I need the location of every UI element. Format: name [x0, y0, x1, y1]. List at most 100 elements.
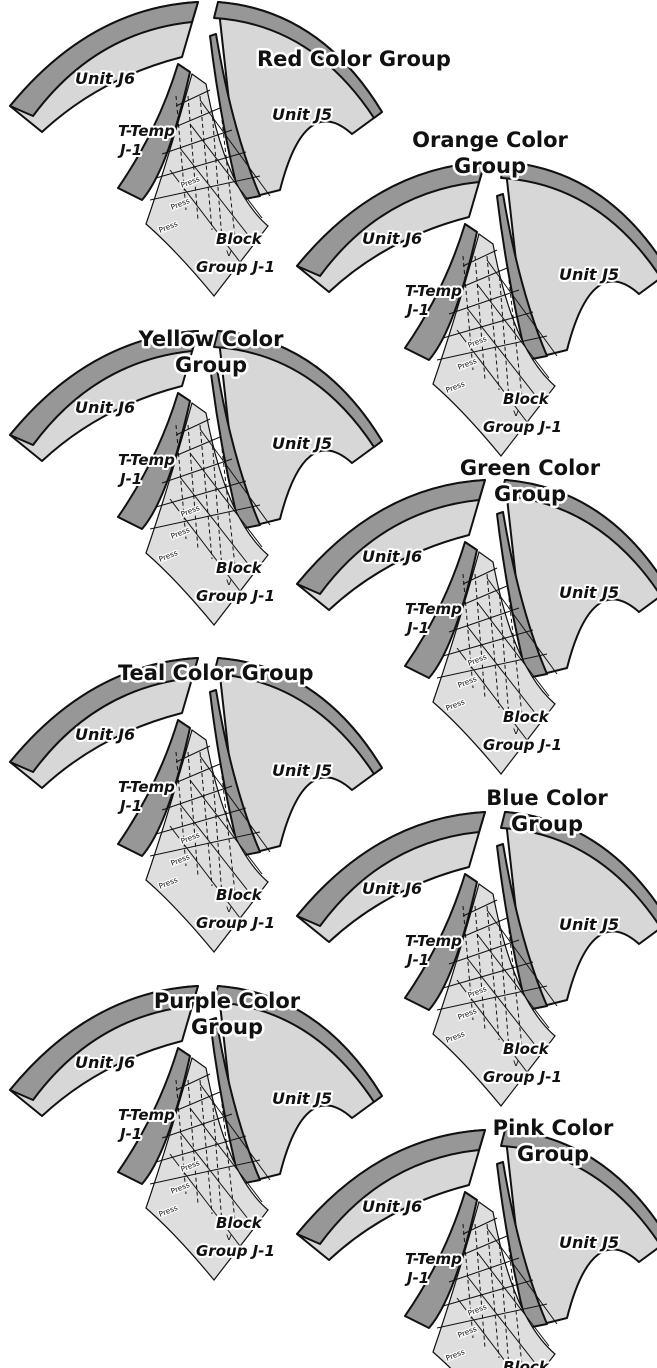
ttemp-strip — [404, 541, 478, 679]
unit-j6-outer-band — [9, 330, 199, 446]
unit-j6-label: Unit J6 — [362, 547, 422, 566]
group-title: Group — [494, 482, 566, 506]
unit-j6-label: Unit J6 — [75, 398, 135, 417]
unit-j6-label: Unit J6 — [362, 1197, 422, 1216]
ttemp-label-line1: T-Temp — [118, 122, 175, 140]
ttemp-strip — [117, 63, 191, 201]
unit-j6-label: Unit J6 — [75, 1053, 135, 1072]
ttemp-label-line2: J-1 — [117, 1125, 142, 1143]
press-grid-outline — [432, 883, 556, 1107]
caret-icon: v — [226, 248, 232, 259]
unit-j6-outer-band — [9, 657, 199, 773]
unit-j5-label: Unit J5 — [272, 1089, 332, 1108]
press-grid — [145, 729, 271, 953]
block-label-line1: Block — [216, 886, 263, 904]
unit-j5-label: Unit J5 — [559, 583, 619, 602]
caret-icon: v — [226, 577, 232, 588]
ttemp-label-line2: J-1 — [117, 141, 142, 159]
ttemp-label-line2: J-1 — [404, 1269, 429, 1287]
ttemp-label-line2: J-1 — [404, 301, 429, 319]
unit-j5-outer-band — [500, 161, 657, 274]
block-label-line1: Block — [503, 1358, 550, 1368]
ttemp-strip — [117, 392, 191, 530]
ttemp-label-line2: J-1 — [404, 619, 429, 637]
ttemp-label-line1: T-Temp — [118, 451, 175, 469]
unit-j6-outer-band — [9, 985, 199, 1101]
press-grid — [432, 1201, 558, 1368]
unit-j5-label: Unit J5 — [272, 434, 332, 453]
ttemp-strip — [404, 873, 478, 1011]
unit-j6-label: Unit J6 — [75, 725, 135, 744]
unit-j6-outer-band — [296, 161, 486, 277]
press-grid-outline — [145, 73, 269, 297]
ttemp-label-line1: T-Temp — [405, 932, 462, 950]
block-label-line1: Block — [216, 1214, 263, 1232]
block-label-line2: Group J-1 — [196, 587, 275, 605]
unit-j5-outer-band — [213, 657, 383, 775]
ttemp-label-line1: T-Temp — [405, 282, 462, 300]
group-title: Group — [511, 812, 583, 836]
unit-j5-label: Unit J5 — [559, 1233, 619, 1252]
group-title: Yellow Color — [138, 327, 285, 351]
unit-j5-label: Unit J5 — [272, 105, 332, 124]
group-title: Pink Color — [493, 1116, 614, 1140]
unit-j6-label: Unit J6 — [362, 879, 422, 898]
group-title: Blue Color — [486, 786, 608, 810]
unit-j6-label: Unit J6 — [362, 229, 422, 248]
group-title: Purple Color — [154, 989, 301, 1013]
unit-j5-outer-band — [500, 479, 657, 592]
group-title: Orange Color — [412, 128, 568, 152]
unit-j5-label: Unit J5 — [559, 915, 619, 934]
unit-j6-outer-band — [296, 1129, 486, 1245]
block-label-line1: Block — [503, 708, 550, 726]
block-label-line2: Group J-1 — [196, 914, 275, 932]
ttemp-strip — [117, 719, 191, 857]
group-title: Group — [517, 1142, 589, 1166]
unit-j5-outer-band — [500, 1129, 657, 1242]
group-title: Group — [191, 1015, 263, 1039]
caret-icon: v — [513, 408, 519, 419]
caret-icon: v — [513, 726, 519, 737]
ttemp-label-line1: T-Temp — [118, 1106, 175, 1124]
ttemp-label-line1: T-Temp — [405, 1250, 462, 1268]
ttemp-label-line1: T-Temp — [405, 600, 462, 618]
press-grid-outline — [432, 233, 556, 457]
press-grid — [145, 402, 271, 626]
unit-j5-outer-band — [213, 1, 383, 119]
press-grid-outline — [145, 1057, 269, 1281]
ttemp-label-line2: J-1 — [117, 470, 142, 488]
press-grid — [145, 73, 271, 297]
block-label-line2: Group J-1 — [196, 258, 275, 276]
unit-j6-outer-band — [9, 1, 199, 117]
block-label-line2: Group J-1 — [483, 418, 562, 436]
unit-j5-label: Unit J5 — [559, 265, 619, 284]
block-label-line2: Group J-1 — [483, 1068, 562, 1086]
group-title: Red Color Group — [257, 47, 451, 71]
block-label-line2: Group J-1 — [483, 736, 562, 754]
press-grid-outline — [432, 1201, 556, 1368]
unit-j6-label: Unit J6 — [75, 69, 135, 88]
ttemp-label-line2: J-1 — [117, 797, 142, 815]
block-label-line1: Block — [503, 390, 550, 408]
group-title: Group — [454, 154, 526, 178]
press-grid — [432, 233, 558, 457]
unit-j5-outer-band — [213, 330, 383, 448]
press-grid — [432, 883, 558, 1107]
block-label-line2: Group J-1 — [196, 1242, 275, 1260]
block-label-line1: Block — [216, 559, 263, 577]
ttemp-strip — [404, 223, 478, 361]
caret-icon: v — [226, 1232, 232, 1243]
press-grid-outline — [145, 402, 269, 626]
ttemp-label-line2: J-1 — [404, 951, 429, 969]
group-title: Green Color — [460, 456, 601, 480]
unit-j5-label: Unit J5 — [272, 761, 332, 780]
press-grid — [145, 1057, 271, 1281]
ttemp-strip — [117, 1047, 191, 1185]
